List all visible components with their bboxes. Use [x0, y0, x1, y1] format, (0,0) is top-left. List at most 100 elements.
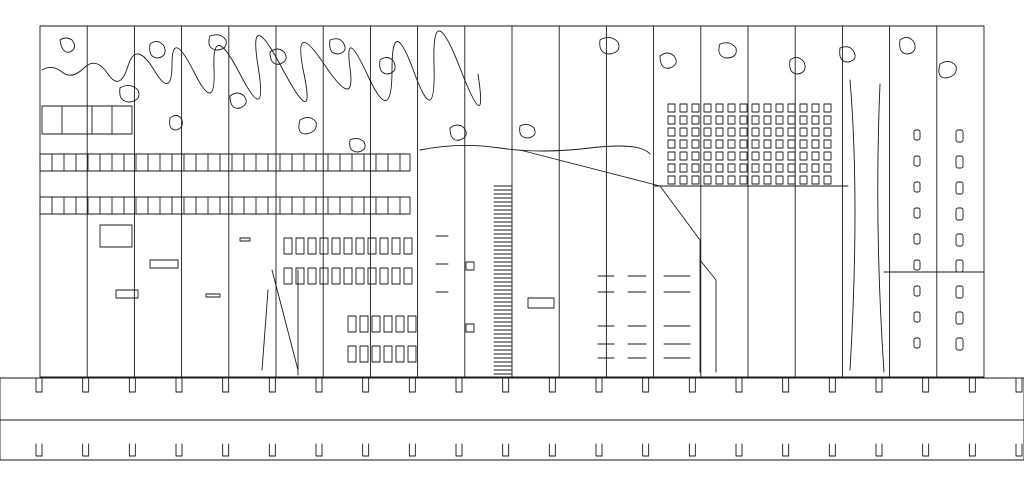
base-notch — [782, 377, 790, 393]
grid-window — [775, 163, 784, 173]
grid-window — [715, 127, 724, 137]
grid-window — [727, 103, 736, 113]
base-notch — [828, 443, 836, 457]
tower-window — [955, 233, 964, 247]
base-notch — [502, 377, 510, 393]
window — [355, 237, 365, 255]
grid-window — [679, 115, 688, 125]
grid-window — [751, 139, 760, 149]
grid-window — [763, 151, 772, 161]
grid-window — [715, 151, 724, 161]
grid-window — [703, 103, 712, 113]
grid-window — [799, 163, 808, 173]
grid-window — [667, 127, 676, 137]
tower-window — [955, 311, 964, 325]
grid-window — [715, 103, 724, 113]
grid-window — [739, 163, 748, 173]
base-notch — [362, 443, 370, 457]
base-notch — [268, 443, 276, 457]
grid-window — [691, 115, 700, 125]
tower-window — [955, 207, 964, 221]
grid-window — [823, 139, 832, 149]
grid-window — [811, 115, 820, 125]
grid-window — [787, 163, 796, 173]
grid-window — [811, 139, 820, 149]
grid-window — [787, 139, 796, 149]
window — [359, 345, 369, 363]
base-notch — [175, 443, 183, 457]
tower-window — [913, 233, 921, 245]
base-notch — [875, 443, 883, 457]
window — [383, 315, 393, 333]
grid-window — [775, 115, 784, 125]
window — [407, 315, 417, 333]
window — [403, 237, 413, 255]
base-notch — [782, 443, 790, 457]
base-notch — [595, 443, 603, 457]
grid-window — [703, 151, 712, 161]
grid-window — [775, 103, 784, 113]
base-notch — [35, 377, 43, 393]
tree-canopy-scribbles — [41, 30, 957, 155]
grid-window — [703, 175, 712, 185]
tower-window — [955, 181, 964, 195]
window — [355, 267, 365, 285]
base-notch — [315, 443, 323, 457]
base-plinth — [0, 377, 1024, 461]
grid-window — [703, 115, 712, 125]
grid-window — [787, 151, 796, 161]
base-notch — [128, 443, 136, 457]
base-notch — [735, 377, 743, 393]
grid-window — [763, 175, 772, 185]
window-block — [41, 105, 133, 135]
base-notch — [642, 377, 650, 393]
grid-window — [811, 151, 820, 161]
grid-window — [679, 151, 688, 161]
window — [343, 237, 353, 255]
grid-window — [823, 175, 832, 185]
tower-window — [913, 337, 921, 349]
window — [331, 267, 341, 285]
grid-window — [823, 163, 832, 173]
grid-window — [739, 175, 748, 185]
grid-window — [751, 175, 760, 185]
facade-window-grid-right — [519, 103, 849, 373]
base-notches — [35, 377, 1023, 457]
base-notch — [642, 443, 650, 457]
grid-window — [751, 103, 760, 113]
tower-window — [955, 155, 964, 169]
grid-window — [667, 175, 676, 185]
window — [295, 237, 305, 255]
grid-window — [751, 127, 760, 137]
grid-window — [679, 175, 688, 185]
window — [283, 267, 293, 285]
tower-window — [955, 285, 964, 299]
grid-window — [763, 115, 772, 125]
tower-window — [913, 181, 921, 193]
base-notch — [548, 443, 556, 457]
grid-window — [811, 163, 820, 173]
base-notch — [828, 377, 836, 393]
grid-window — [799, 151, 808, 161]
window — [367, 267, 377, 285]
base-notch — [922, 377, 930, 393]
tower-window — [913, 207, 921, 219]
grid-window — [739, 151, 748, 161]
grid-window — [691, 151, 700, 161]
tower-window — [913, 259, 921, 271]
window-band-upper-left — [39, 105, 411, 215]
grid-window — [763, 163, 772, 173]
base-course-lower — [0, 419, 1024, 461]
grid-window — [679, 139, 688, 149]
window — [403, 267, 413, 285]
tower-window — [913, 311, 921, 323]
base-notch — [688, 443, 696, 457]
window — [371, 345, 381, 363]
grid-window — [751, 115, 760, 125]
grid-window — [691, 175, 700, 185]
grid-window — [727, 163, 736, 173]
grid-window — [811, 103, 820, 113]
base-notch — [502, 443, 510, 457]
grid-window — [799, 175, 808, 185]
base-notch — [688, 377, 696, 393]
